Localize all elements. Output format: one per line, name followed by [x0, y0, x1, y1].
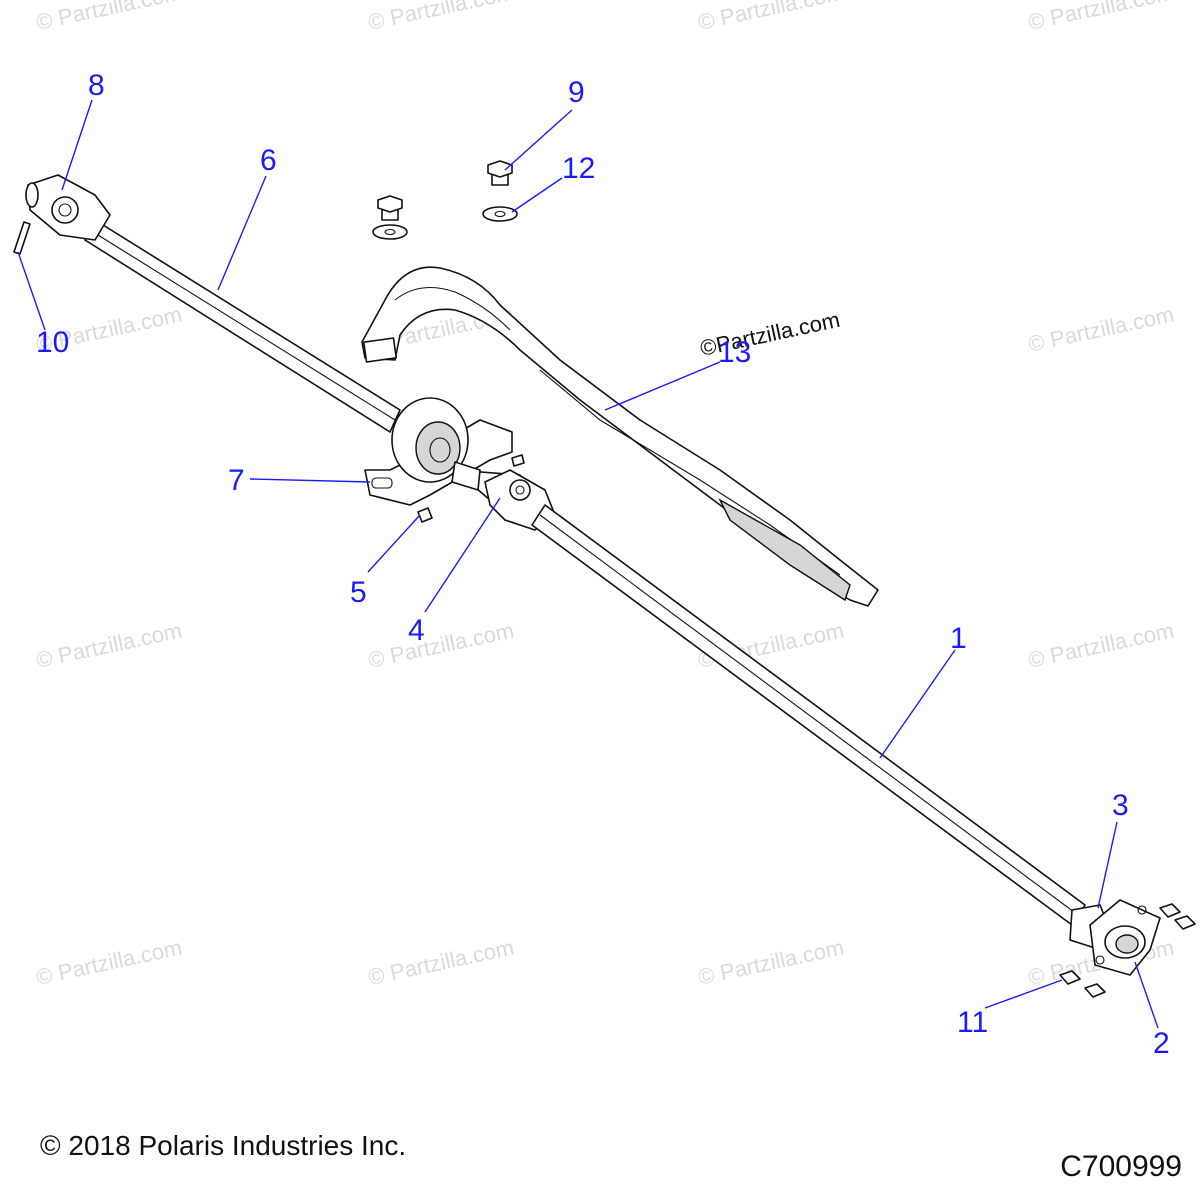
watermark: © Partzilla.com [34, 0, 184, 35]
part-2-flange [1089, 899, 1161, 976]
callout-10: 10 [36, 326, 69, 359]
part-10-pin [13, 221, 31, 255]
callout-13: 13 [718, 336, 751, 369]
leader-13 [604, 361, 721, 411]
callout-8: 8 [88, 69, 105, 102]
drawing-id: C700999 [1060, 1150, 1182, 1183]
leader-2 [1134, 961, 1159, 1029]
leader-5 [367, 514, 421, 573]
callouts: 1 2 3 4 5 6 7 8 9 10 11 12 13 [36, 69, 1170, 1060]
watermark: © Partzilla.com [696, 935, 846, 990]
callout-11: 11 [957, 1006, 988, 1039]
leader-9 [504, 109, 573, 171]
leader-4 [424, 497, 501, 613]
callout-6: 6 [260, 144, 277, 177]
callout-3: 3 [1112, 789, 1129, 822]
watermark: © Partzilla.com [696, 0, 846, 35]
leader-11 [984, 979, 1063, 1009]
leader-8 [61, 99, 93, 191]
watermark: © Partzilla.com [366, 618, 516, 673]
watermark: © Partzilla.com [1026, 0, 1176, 35]
watermark: © Partzilla.com [34, 618, 184, 673]
part-13-guard [361, 266, 879, 607]
part-9-12-fasteners [372, 160, 518, 240]
part-7-carrier-bearing [364, 397, 513, 506]
callout-12: 12 [562, 152, 595, 185]
callout-1: 1 [950, 622, 967, 655]
copyright-notice: © 2018 Polaris Industries Inc. [40, 1130, 407, 1161]
leader-6 [217, 175, 267, 291]
watermark-grid: © Partzilla.com © Partzilla.com © Partzi… [34, 0, 1176, 990]
part-4-center-u-joint [451, 461, 556, 531]
callout-5: 5 [350, 576, 367, 609]
part-11-bolts [1059, 903, 1196, 998]
watermark: © Partzilla.com [1026, 618, 1176, 673]
part-8-yoke [25, 174, 111, 241]
part-5-grease-fitting [417, 454, 525, 523]
callout-4: 4 [408, 614, 425, 647]
callout-2: 2 [1153, 1027, 1170, 1060]
leader-12 [511, 177, 563, 213]
watermark: © Partzilla.com [34, 935, 184, 990]
watermark: © Partzilla.com [366, 935, 516, 990]
leader-1 [879, 649, 956, 759]
leader-3 [1097, 821, 1118, 909]
watermark: © Partzilla.com [1026, 302, 1176, 357]
watermark: © Partzilla.com [366, 0, 516, 35]
leader-10 [17, 251, 46, 331]
callout-9: 9 [568, 76, 585, 109]
leader-7 [249, 478, 371, 483]
callout-7: 7 [228, 464, 245, 497]
leader-lines [17, 99, 1159, 1029]
